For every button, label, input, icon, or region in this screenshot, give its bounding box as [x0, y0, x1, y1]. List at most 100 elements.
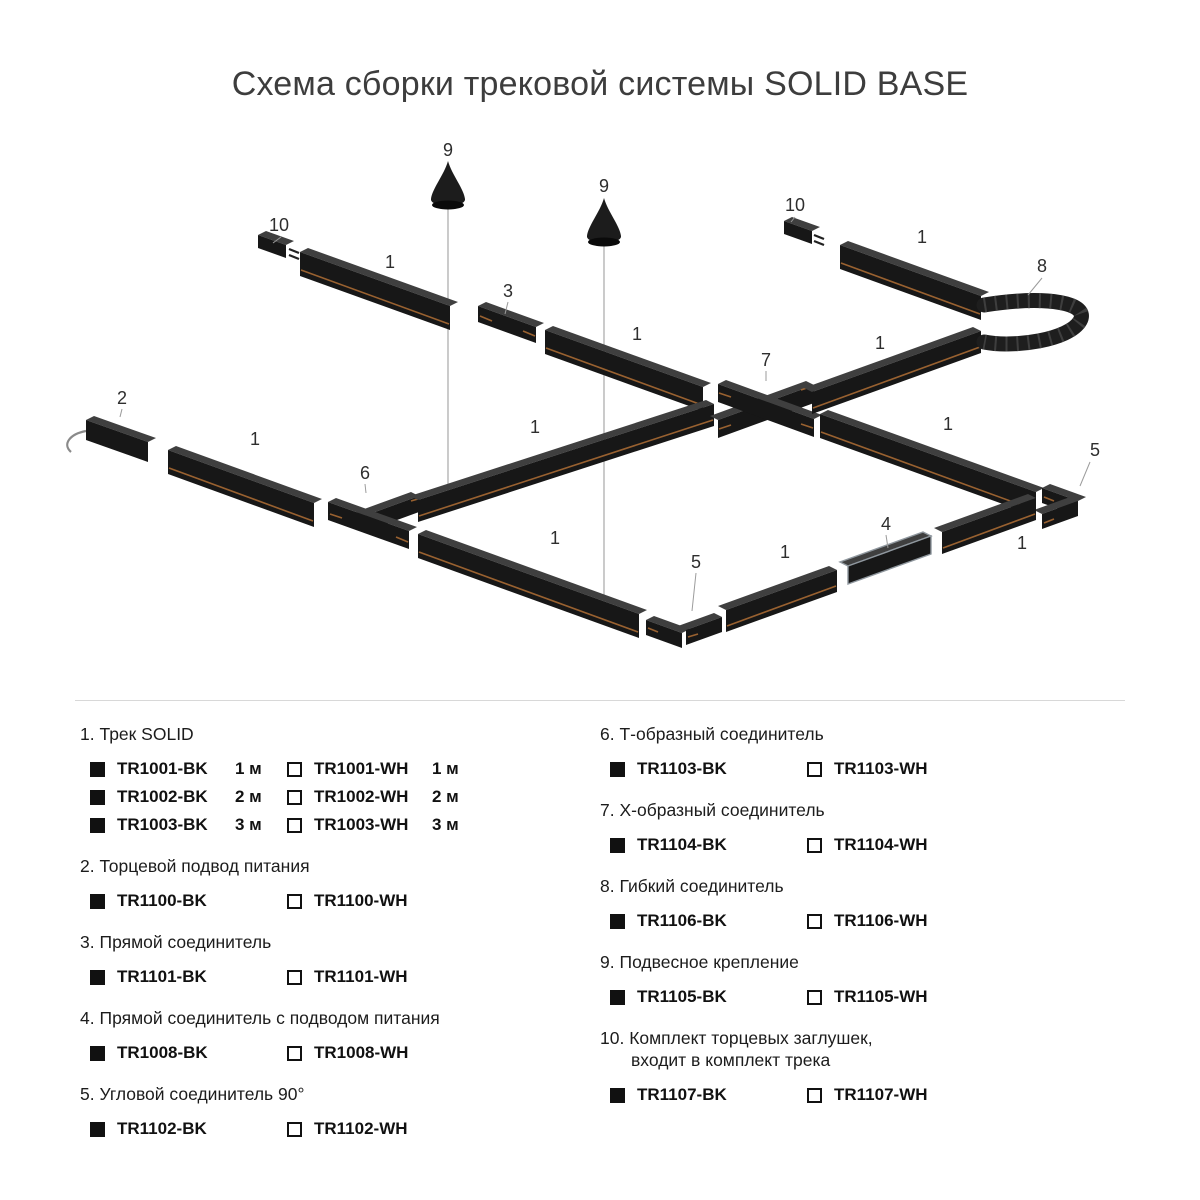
end-cap: [258, 231, 300, 261]
part-row: TR1103-BK TR1103-WH: [610, 757, 1140, 781]
track-segment: [300, 248, 458, 330]
part-number: 9.: [600, 952, 615, 972]
part-section-title: 6. Т-образный соединитель: [600, 723, 1140, 745]
sku-wh: TR1003-WH: [314, 815, 409, 834]
color-swatch-white: [287, 817, 302, 833]
part-section-title: 8. Гибкий соединитель: [600, 875, 1140, 897]
x-connector: [710, 380, 822, 438]
assembly-diagram: 9 10 9 10 1 8 1 3 1 7 1 2 1 1 1 5 6 1 5 …: [66, 140, 1100, 648]
track-segment: [934, 494, 1036, 554]
sku-bk: TR1100-BK: [117, 891, 207, 910]
part-row: TR1001-BK 1 м TR1001-WH 1 м: [90, 757, 600, 781]
callout-leaders: [119, 216, 1091, 612]
sku-wh: TR1002-WH: [314, 787, 409, 806]
part-name: Т-образный соединитель: [619, 724, 824, 744]
part-name: Угловой соединитель 90°: [99, 1084, 305, 1104]
sku-wh: TR1102-WH: [314, 1119, 408, 1138]
track-segment: [545, 326, 711, 411]
sku-wh-size: 1 м: [432, 759, 459, 778]
callout-number: 5: [1090, 440, 1100, 460]
sku-bk-size: 1 м: [235, 759, 262, 778]
color-swatch-white: [287, 1045, 302, 1061]
callout-number: 10: [785, 195, 805, 215]
part-number: 3.: [80, 932, 95, 952]
sku-bk: TR1003-BK: [117, 815, 208, 834]
part-name: Х-образный соединитель: [619, 800, 825, 820]
color-swatch-black: [90, 789, 105, 805]
power-feed-connector: [838, 531, 933, 585]
sku-bk: TR1101-BK: [117, 967, 207, 986]
callout-number: 1: [250, 429, 260, 449]
sku-bk: TR1008-BK: [117, 1043, 208, 1062]
part-section-title: 5. Угловой соединитель 90°: [80, 1083, 600, 1105]
part-row: TR1107-BK TR1107-WH: [610, 1083, 1140, 1107]
sku-wh: TR1105-WH: [834, 987, 928, 1006]
part-number: 8.: [600, 876, 615, 896]
color-swatch-white: [807, 913, 822, 929]
part-name: Гибкий соединитель: [619, 876, 784, 896]
color-swatch-white: [287, 893, 302, 909]
power-feed: [66, 416, 156, 462]
pendant-mount: [430, 161, 466, 210]
part-name: Прямой соединитель с подводом питания: [99, 1008, 440, 1028]
part-number: 6.: [600, 724, 615, 744]
sku-bk-size: 2 м: [235, 787, 262, 806]
sku-wh: TR1100-WH: [314, 891, 408, 910]
color-swatch-black: [610, 989, 625, 1005]
color-swatch-white: [287, 789, 302, 805]
color-swatch-white: [287, 761, 302, 777]
color-swatch-black: [90, 893, 105, 909]
sku-wh: TR1104-WH: [834, 835, 928, 854]
color-swatch-black: [90, 761, 105, 777]
sku-wh: TR1001-WH: [314, 759, 409, 778]
sku-wh: TR1103-WH: [834, 759, 928, 778]
part-section-title: 10. Комплект торцевых заглушек, входит в…: [600, 1027, 1140, 1071]
parts-column-right: 6. Т-образный соединитель TR1103-BK TR11…: [600, 723, 1140, 1145]
part-section-title: 9. Подвесное крепление: [600, 951, 1140, 973]
color-swatch-white: [807, 989, 822, 1005]
part-number: 7.: [600, 800, 615, 820]
part-section-title: 2. Торцевой подвод питания: [80, 855, 600, 877]
part-section-title: 7. Х-образный соединитель: [600, 799, 1140, 821]
callout-number: 1: [632, 324, 642, 344]
sku-bk: TR1104-BK: [637, 835, 727, 854]
sku-bk: TR1105-BK: [637, 987, 727, 1006]
callout-number: 1: [385, 252, 395, 272]
sku-wh-size: 3 м: [432, 815, 459, 834]
callout-number: 1: [1017, 533, 1027, 553]
part-section-title: 4. Прямой соединитель с подводом питания: [80, 1007, 600, 1029]
callout-number: 1: [875, 333, 885, 353]
track-segment: [418, 530, 647, 638]
callout-number: 1: [943, 414, 953, 434]
sku-bk: TR1102-BK: [117, 1119, 207, 1138]
track-segment: [718, 566, 837, 632]
color-swatch-black: [610, 913, 625, 929]
part-row: TR1100-BK TR1100-WH: [90, 889, 600, 913]
callout-number: 1: [917, 227, 927, 247]
part-number: 2.: [80, 856, 95, 876]
part-name: Торцевой подвод питания: [99, 856, 310, 876]
flex-connector: [976, 293, 1089, 352]
track-segment: [820, 410, 1044, 516]
parts-list: 1. Трек SOLID TR1001-BK 1 м TR1001-WH 1 …: [0, 701, 1200, 1145]
part-number: 1.: [80, 724, 95, 744]
track-segment: [840, 241, 989, 320]
callout-number: 7: [761, 350, 771, 370]
callout-number: 9: [599, 176, 609, 196]
color-swatch-white: [807, 1087, 822, 1103]
t-connector: [328, 492, 419, 549]
end-cap: [784, 217, 825, 247]
divider: [75, 700, 1125, 701]
color-swatch-white: [807, 761, 822, 777]
callout-number: 8: [1037, 256, 1047, 276]
part-section-title: 3. Прямой соединитель: [80, 931, 600, 953]
color-swatch-black: [610, 1087, 625, 1103]
corner-connector: [1034, 484, 1086, 529]
sku-bk: TR1107-BK: [637, 1085, 727, 1104]
color-swatch-white: [807, 837, 822, 853]
track-segment: [410, 400, 714, 522]
sku-wh: TR1008-WH: [314, 1043, 409, 1062]
part-row: TR1003-BK 3 м TR1003-WH 3 м: [90, 813, 600, 837]
color-swatch-black: [610, 837, 625, 853]
callout-number: 6: [360, 463, 370, 483]
